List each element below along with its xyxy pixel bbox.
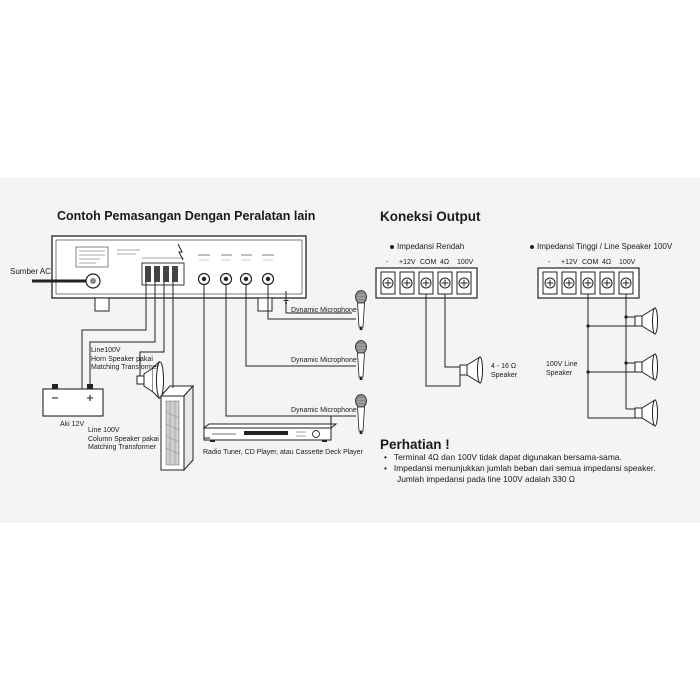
term-high-com: COM [582,259,599,266]
speaker-high-1 [634,307,658,335]
term-high-100v: 100V [619,259,636,266]
speaker-high-label: 100V Line Speaker [546,361,578,377]
speaker-high-2 [634,353,658,381]
battery-label: Aki 12V [60,421,85,428]
term-low-com: COM [420,259,437,266]
low-wiring [425,294,461,387]
term-high-4ohm: 4Ω [602,259,612,266]
column-speaker [159,384,195,472]
term-low-100v: 100V [457,259,474,266]
sumber-ac-label: Sumber AC [10,267,51,276]
term-high-minus: - [548,259,551,266]
mic-label-3: Dynamic Microphone [291,407,357,414]
term-high-12v: +12V [561,259,578,266]
mic-label-2: Dynamic Microphone [291,357,357,364]
microphone-3 [355,394,367,435]
horn-speaker-label: Line100V Horn Speaker pakai Matching Tra… [91,347,160,371]
low-impedance-title: Impedansi Rendah [397,242,465,251]
mic-label-1: Dynamic Microphone [291,307,357,314]
column-speaker-label: Line 100V Column Speaker pakai Matching … [88,427,159,451]
left-title: Contoh Pemasangan Dengan Peralatan lain [57,209,316,223]
high-wiring [587,294,635,419]
microphone-1 [355,290,367,331]
perhatian-bullet-1: • Terminal 4Ω dan 100V tidak dapat digun… [384,452,622,462]
right-title: Koneksi Output [380,209,481,224]
high-impedance-title: Impedansi Tinggi / Line Speaker 100V [537,242,673,251]
perhatian-title: Perhatian ! [380,437,450,452]
speaker-low [459,356,483,384]
term-low-4ohm: 4Ω [440,259,450,266]
terminal-block-high [537,267,640,299]
speaker-high-3 [634,399,658,427]
perhatian-continuation: Jumlah impedansi pada line 100V adalah 3… [397,474,576,484]
battery-aki [42,384,104,417]
left-wiring [81,282,356,439]
terminal-block-low [375,267,478,299]
term-low-minus: - [386,259,389,266]
microphone-2 [355,340,367,381]
radio-label: Radio Tuner, CD Player, atau Cassette De… [203,449,363,456]
radio-cd-player [202,423,338,442]
term-low-12v: +12V [399,259,416,266]
speaker-low-label: 4 - 16 Ω Speaker [491,363,518,379]
horn-speaker [136,360,164,400]
perhatian-bullet-2: • Impedansi menunjukkan jumlah beban dar… [384,463,656,473]
